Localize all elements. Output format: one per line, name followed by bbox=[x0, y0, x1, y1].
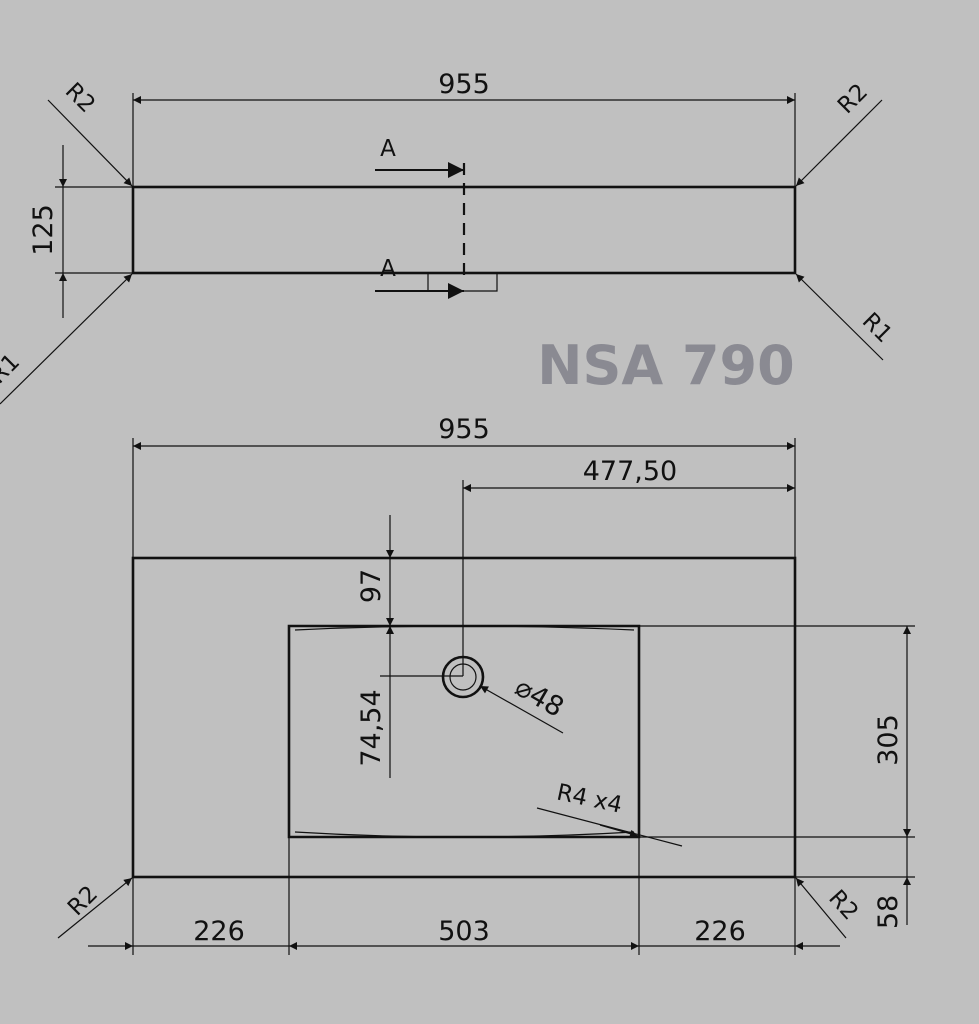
tap-hole-diameter-label: ⌀48 bbox=[510, 672, 569, 724]
left-margin-label: 226 bbox=[193, 916, 245, 947]
bowl-width-label: 503 bbox=[438, 916, 490, 947]
tap-offset-label: 477,50 bbox=[583, 456, 677, 487]
bowl-depth-label: 305 bbox=[873, 714, 904, 766]
bowl-top-offset-label: 97 bbox=[356, 569, 387, 603]
tap-hole-offset-label: 74,54 bbox=[356, 689, 387, 766]
bowl-corner-radius-label: R4 x4 bbox=[554, 780, 624, 819]
plan-width-label: 955 bbox=[438, 414, 490, 445]
side-width-label: 955 bbox=[438, 69, 490, 100]
side-radius-top-left: R2 bbox=[60, 78, 100, 118]
drain-profile bbox=[427, 273, 498, 292]
side-radius-bottom-right: R1 bbox=[857, 308, 897, 348]
front-margin-label: 58 bbox=[873, 895, 904, 929]
section-label-bottom: A bbox=[380, 256, 396, 282]
basin-outline bbox=[131, 556, 797, 879]
product-title: NSA 790 bbox=[537, 334, 794, 397]
side-radius-top-right: R2 bbox=[833, 79, 873, 119]
plan-radius-bottom-right: R2 bbox=[823, 885, 863, 925]
side-thickness-label: 125 bbox=[28, 204, 59, 256]
plan-view: 955 477,50 97 74,54 ⌀48 R4 x4 305 5 bbox=[57, 414, 915, 955]
plan-radius-bottom-left: R2 bbox=[63, 881, 103, 921]
section-label-top: A bbox=[380, 136, 396, 162]
tap-hole-outer bbox=[441, 655, 485, 699]
tap-hole-inner bbox=[449, 663, 477, 691]
right-margin-label: 226 bbox=[694, 916, 746, 947]
